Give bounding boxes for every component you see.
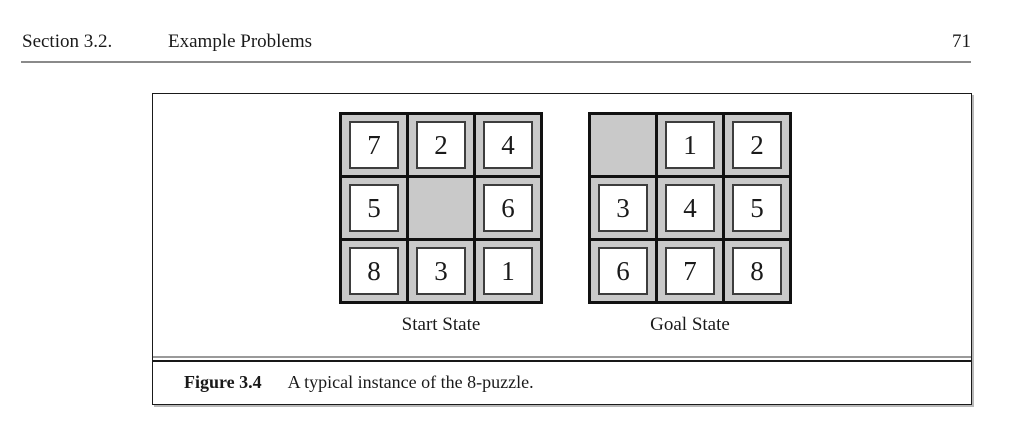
caption-divider <box>153 356 971 362</box>
puzzle-tile: 3 <box>416 247 466 295</box>
puzzle-cell: 5 <box>342 178 406 238</box>
figure-caption: Figure 3.4 A typical instance of the 8-pu… <box>184 372 534 393</box>
puzzle-tile: 5 <box>732 184 782 232</box>
puzzle-cell: 3 <box>591 178 655 238</box>
puzzle-cell: 4 <box>476 115 540 175</box>
puzzle-tile: 8 <box>732 247 782 295</box>
puzzle-blank-cell <box>409 178 473 238</box>
puzzle-cell: 6 <box>476 178 540 238</box>
puzzle-cell: 2 <box>725 115 789 175</box>
section-title: Example Problems <box>168 31 313 52</box>
section-label: Section 3.2. <box>22 31 113 52</box>
puzzle-tile: 3 <box>598 184 648 232</box>
puzzle-blank-cell <box>591 115 655 175</box>
puzzle-cell: 4 <box>658 178 722 238</box>
goal-state-label: Goal State <box>650 314 730 335</box>
puzzle-cell: 7 <box>342 115 406 175</box>
puzzle-tile: 1 <box>483 247 533 295</box>
puzzle-cell: 8 <box>725 241 789 301</box>
running-head: Section 3.2. Example Problems 71 <box>0 31 1024 55</box>
puzzle-tile: 4 <box>483 121 533 169</box>
puzzle-cell: 8 <box>342 241 406 301</box>
page-number: 71 <box>952 31 971 52</box>
puzzle-cell: 1 <box>658 115 722 175</box>
puzzle-cell: 5 <box>725 178 789 238</box>
puzzle-tile: 1 <box>665 121 715 169</box>
puzzle-cell: 3 <box>409 241 473 301</box>
puzzle-cell: 1 <box>476 241 540 301</box>
puzzle-tile: 2 <box>416 121 466 169</box>
puzzle-tile: 4 <box>665 184 715 232</box>
puzzle-tile: 2 <box>732 121 782 169</box>
puzzle-cell: 7 <box>658 241 722 301</box>
figure-label: Figure 3.4 <box>184 372 262 392</box>
puzzle-tile: 7 <box>349 121 399 169</box>
start-state-label: Start State <box>401 314 481 335</box>
puzzle-cell: 2 <box>409 115 473 175</box>
puzzle-tile: 7 <box>665 247 715 295</box>
figure-caption-text: A typical instance of the 8-puzzle. <box>287 372 534 392</box>
puzzle-tile: 6 <box>598 247 648 295</box>
puzzle-cell: 6 <box>591 241 655 301</box>
header-rule <box>21 61 971 63</box>
puzzle-tile: 8 <box>349 247 399 295</box>
puzzle-tile: 5 <box>349 184 399 232</box>
puzzle-tile: 6 <box>483 184 533 232</box>
